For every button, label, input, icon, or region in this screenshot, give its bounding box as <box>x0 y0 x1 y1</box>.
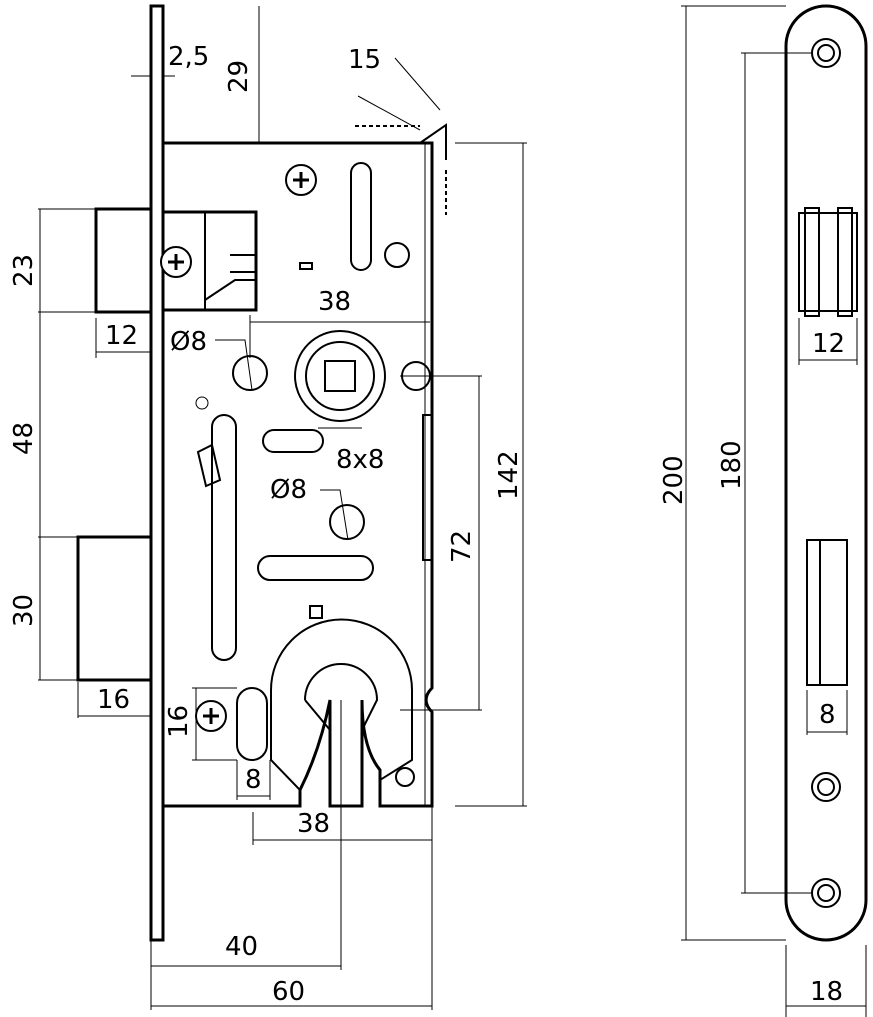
label-strike-bolt-width: 8 <box>819 700 836 730</box>
label-strike-width: 18 <box>810 977 843 1007</box>
case-features <box>195 162 433 806</box>
label-width-to-cylinder: 40 <box>225 932 258 962</box>
lock-body <box>149 4 447 942</box>
label-screw-hole-top: Ø8 <box>170 327 207 357</box>
case-bevel <box>419 123 447 160</box>
faceplate <box>149 4 165 942</box>
latch-bolt-detail <box>204 212 256 310</box>
label-strike-total: 200 <box>659 455 689 505</box>
label-strike-latch-width: 12 <box>812 329 845 359</box>
latch-bolt <box>94 207 258 314</box>
label-case-depth: 60 <box>272 977 305 1007</box>
label-screw-hole-mid: Ø8 <box>270 475 307 505</box>
phillips-screw-icon <box>195 700 227 732</box>
strike-dimension-lines <box>681 5 867 1017</box>
label-deadbolt-height: 30 <box>9 594 39 627</box>
label-latch-to-handle: 48 <box>9 422 39 455</box>
label-faceplate-thickness: 2,5 <box>168 42 209 72</box>
label-cylinder-backset: 38 <box>297 809 330 839</box>
lock-case <box>163 141 434 808</box>
dimension-lines <box>38 6 527 1010</box>
strike-plate <box>784 4 868 942</box>
label-deadbolt-projection: 16 <box>97 685 130 715</box>
label-latch-projection: 12 <box>105 321 138 351</box>
phillips-screw-icon <box>285 164 317 196</box>
label-latch-height: 23 <box>9 254 39 287</box>
label-spindle-square: 8x8 <box>336 445 384 475</box>
label-case-height: 142 <box>494 450 524 500</box>
label-top-offset: 29 <box>224 60 254 93</box>
label-small-slot-width: 8 <box>245 765 262 795</box>
phillips-screw-icon <box>160 246 192 278</box>
deadbolt <box>76 535 153 682</box>
label-handle-backset: 38 <box>318 287 351 317</box>
latch-bolt-head <box>94 207 153 314</box>
dimension-labels: 2,5 29 15 23 12 48 30 16 38 Ø8 8x8 Ø8 14… <box>9 42 845 1007</box>
label-small-slot-height: 16 <box>164 705 194 738</box>
label-handle-to-cylinder: 72 <box>447 530 477 563</box>
label-strike-hole-spacing: 180 <box>717 440 747 490</box>
label-bevel-angle: 15 <box>348 45 381 75</box>
